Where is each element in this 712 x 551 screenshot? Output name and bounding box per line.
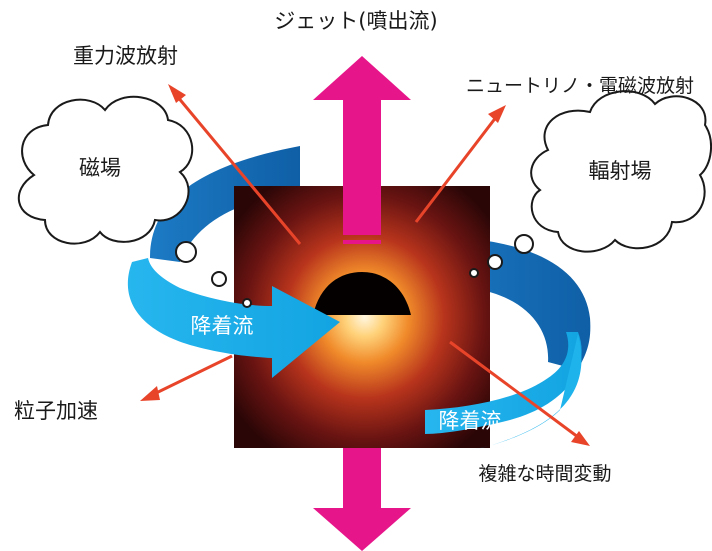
jet-down-arrow xyxy=(313,448,411,551)
arrow-variability xyxy=(449,340,590,446)
jet-label: ジェット(噴出流) xyxy=(274,9,437,33)
arrow-neutrino xyxy=(414,105,506,223)
variability-label: 複雑な時間変動 xyxy=(478,463,611,485)
black-hole-shadow xyxy=(313,272,411,315)
accretion-flow-back-label: 降着流 xyxy=(439,409,502,433)
accretion-flow-front-label: 降着流 xyxy=(191,314,254,338)
gw-label: 重力波放射 xyxy=(73,44,178,68)
jet-up-arrow xyxy=(313,56,411,244)
cloud-left-label: 磁場 xyxy=(79,156,121,180)
arrow-gw xyxy=(168,84,302,245)
accretion-flow-front-right xyxy=(425,332,582,434)
cloud-right-label: 輻射場 xyxy=(589,159,652,183)
cloud-left xyxy=(17,95,252,308)
arrow-particle xyxy=(140,354,233,401)
cloud-right xyxy=(469,90,712,278)
accretion-flow-front-left xyxy=(127,258,340,378)
particle-label: 粒子加速 xyxy=(14,399,98,423)
neutrino-label: ニュートリノ・電磁波放射 xyxy=(466,75,694,97)
accretion-flow-back-left xyxy=(150,146,300,262)
